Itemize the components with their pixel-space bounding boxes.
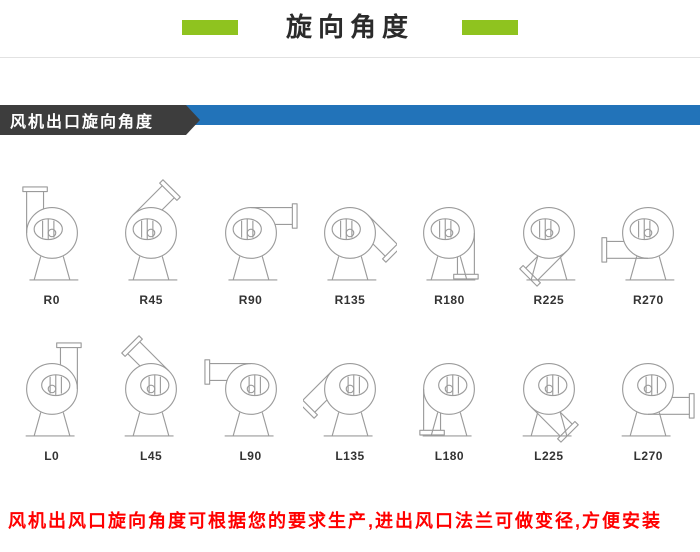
page-header: 旋向角度 — [0, 0, 700, 44]
fan-cell-R0: R0 — [2, 173, 101, 307]
fan-label: L45 — [140, 449, 163, 463]
fan-label: L270 — [633, 449, 663, 463]
footer-note: 风机出风口旋向角度可根据您的要求生产,进出风口法兰可做变径,方便安装 — [8, 511, 662, 531]
fan-diagram — [203, 359, 277, 437]
fan-cell-L90: L90 — [201, 329, 300, 463]
fan-cell-R45: R45 — [101, 173, 200, 307]
fan-diagram — [419, 362, 476, 437]
title-accent-left — [181, 19, 238, 35]
fan-diagram — [324, 206, 397, 281]
fan-cell-R135: R135 — [300, 173, 399, 307]
fan-row-r-series: R0 R45 R90 R135 R180 R225 R270 — [0, 173, 700, 307]
fan-cell-L45: L45 — [101, 329, 200, 463]
fan-label: L0 — [44, 449, 60, 463]
fan-cell-R225: R225 — [499, 173, 598, 307]
fan-label: L225 — [534, 449, 564, 463]
fan-cell-L135: L135 — [300, 329, 399, 463]
fan-diagram — [522, 362, 579, 443]
page-title: 旋向角度 — [285, 12, 414, 42]
fan-cell-R270: R270 — [599, 173, 698, 307]
fan-label: R45 — [139, 293, 163, 307]
header-divider — [0, 57, 700, 58]
fan-cell-R90: R90 — [201, 173, 300, 307]
fan-diagram — [519, 206, 576, 287]
fan-label: R270 — [632, 293, 664, 307]
fan-diagram — [601, 206, 675, 281]
fan-cell-L180: L180 — [400, 329, 499, 463]
fan-diagram — [302, 362, 376, 437]
section-header-ribbon: 风机出口旋向角度 — [0, 105, 200, 135]
fan-diagram — [121, 335, 178, 437]
fan-diagram — [25, 342, 82, 437]
fan-diagram — [423, 206, 480, 281]
section-header: 风机出口旋向角度 — [0, 105, 700, 135]
section-header-label: 风机出口旋向角度 — [10, 114, 155, 131]
fan-label: R0 — [43, 293, 60, 307]
fan-label: L90 — [239, 449, 262, 463]
fan-diagram — [125, 179, 181, 281]
fan-cell-L270: L270 — [599, 329, 698, 463]
fan-label: L180 — [434, 449, 465, 463]
fan-label: R225 — [533, 293, 565, 307]
fan-cell-L0: L0 — [2, 329, 101, 463]
fan-label: L135 — [335, 449, 365, 463]
fan-cell-R180: R180 — [400, 173, 499, 307]
fan-cell-L225: L225 — [499, 329, 598, 463]
fan-row-l-series: L0 L45 L90 L135 L180 L225 L270 — [0, 329, 700, 463]
title-accent-right — [462, 19, 518, 35]
fan-diagram — [21, 186, 79, 281]
fan-label: R135 — [334, 293, 366, 307]
fan-diagram — [224, 203, 298, 281]
fan-label: R90 — [238, 293, 263, 307]
fan-label: R180 — [434, 293, 465, 307]
fan-diagram — [621, 362, 695, 437]
